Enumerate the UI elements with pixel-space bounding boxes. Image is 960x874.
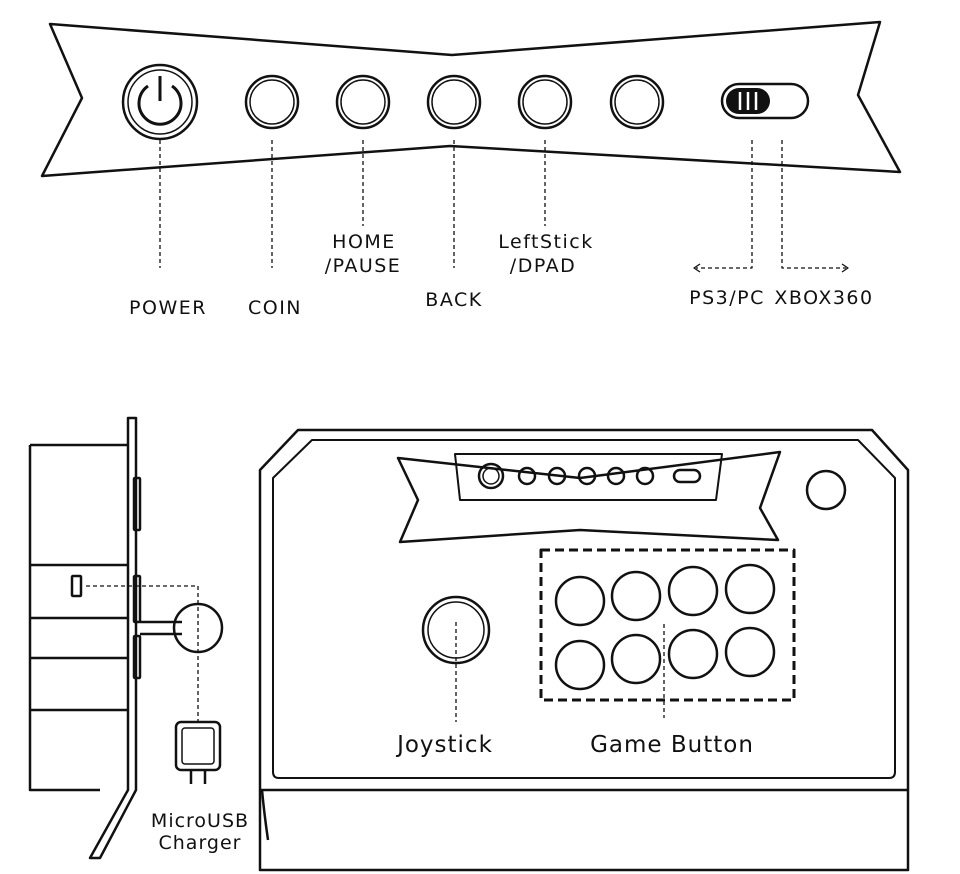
case-base: [260, 789, 270, 841]
home-label-line2: /PAUSE: [324, 255, 402, 277]
top-button-panel: [40, 20, 902, 178]
side-panel-plate: [88, 416, 138, 860]
switch-arrowheads: [693, 263, 849, 273]
coin-button: [244, 74, 300, 130]
microusb-label-line2: Charger: [158, 832, 242, 854]
game-buttons: [554, 563, 776, 691]
game-button-group-box: [539, 548, 796, 702]
home-pause-button: [335, 74, 391, 130]
top-panel-outline: [40, 20, 902, 178]
top-leader-lines: [159, 140, 846, 269]
power-label: POWER: [129, 297, 207, 319]
power-icon: [137, 84, 183, 126]
xbox360-label: XBOX360: [774, 287, 874, 309]
usb-port: [70, 574, 83, 598]
power-button: [121, 63, 199, 141]
side-case-outline: [28, 443, 128, 792]
leftstick-label-line2: /DPAD: [509, 255, 577, 277]
case-inner-panel: [272, 439, 896, 779]
ps3pc-label: PS3/PC: [689, 287, 765, 309]
side-leader-lines: [86, 585, 199, 722]
leftstick-dpad-button: [517, 74, 573, 130]
joystick-label: Joystick: [397, 732, 493, 758]
home-label-line1: HOME: [332, 231, 396, 253]
game-button-label: Game Button: [590, 732, 754, 758]
coin-label: COIN: [247, 297, 303, 319]
back-label: BACK: [425, 289, 483, 311]
top-right-button: [805, 469, 847, 511]
back-button: [426, 74, 482, 130]
bottom-leader-lines: [455, 622, 665, 722]
side-view: [28, 416, 224, 860]
top-view: [258, 428, 910, 872]
mode-switch: [720, 82, 810, 120]
unlabeled-button: [609, 74, 665, 130]
leftstick-label-line1: LeftStick: [498, 231, 594, 253]
case-outline: [258, 428, 910, 872]
microusb-label-line1: MicroUSB: [150, 810, 250, 832]
microusb-charger-icon: [174, 720, 222, 784]
